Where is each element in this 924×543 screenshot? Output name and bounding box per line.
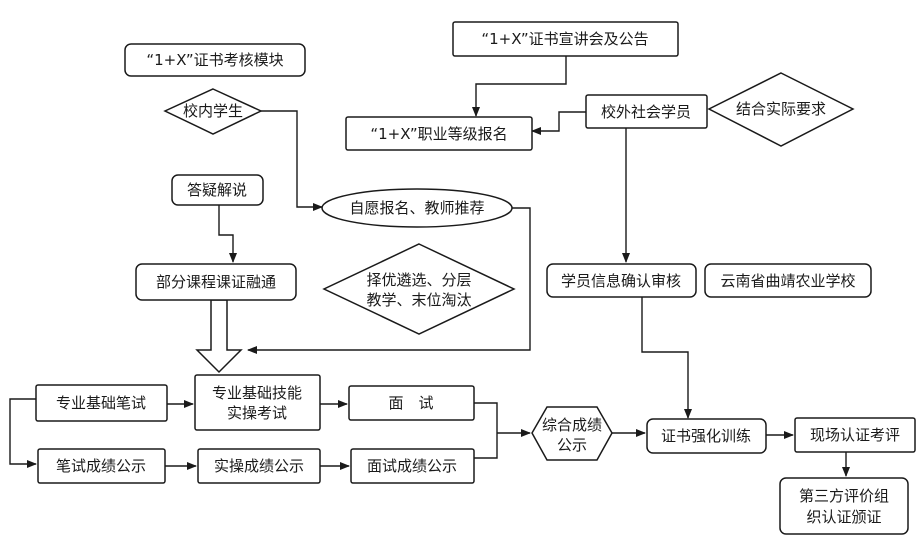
node-onsite-assessment	[794, 417, 916, 453]
connector-signup-to-practical	[247, 207, 531, 354]
node-voluntary-signup-label: 自愿报名、教师推荐	[349, 199, 484, 217]
node-written-publish	[37, 448, 166, 484]
node-interview-publish-label: 面试成绩公示	[367, 457, 457, 475]
node-social-learners-label: 校外社会学员	[601, 103, 691, 121]
node-practical-publish-label: 实操成绩公示	[214, 457, 304, 475]
node-registration-label: “1+X”职业等级报名	[370, 125, 507, 143]
node-presentation-label: “1+X”证书宣讲会及公告	[481, 30, 648, 48]
node-written-exam	[35, 384, 168, 422]
node-written-exam-label: 专业基础笔试	[56, 394, 146, 412]
node-qa-label: 答疑解说	[187, 181, 247, 199]
node-course-integration-label: 部分课程课证融通	[156, 273, 276, 291]
node-composite	[531, 406, 613, 461]
node-qa	[171, 174, 264, 206]
node-selection	[322, 243, 516, 335]
node-practical-exam-label-1: 专业基础技能	[212, 384, 302, 402]
node-composite-label-1: 综合成绩	[542, 416, 602, 434]
node-school	[704, 263, 872, 298]
node-interview-publish	[350, 448, 475, 484]
node-selection-label-2: 教学、末位淘汰	[366, 291, 471, 309]
node-exam-module-label: “1+X”证书考核模块	[146, 51, 283, 69]
connectors	[9, 56, 850, 477]
node-interview-label: 面 试	[388, 394, 433, 412]
node-intensive-training	[646, 418, 767, 454]
node-onsite-assessment-label: 现场认证考评	[810, 426, 900, 444]
connector-written-to-written-publish	[9, 398, 37, 468]
node-social-learners	[585, 94, 708, 129]
node-composite-label-2: 公示	[557, 436, 587, 454]
node-interview	[348, 385, 475, 421]
node-practical-publish	[197, 448, 321, 484]
node-third-party-label-1: 第三方评价组	[799, 487, 889, 505]
connector-presentation-to-registration	[472, 56, 567, 117]
node-actual-requirements-label: 结合实际要求	[736, 100, 826, 118]
node-presentation	[452, 21, 679, 57]
connector-review-to-training	[641, 297, 692, 419]
node-campus-students-label: 校内学生	[183, 102, 243, 120]
connector-merge-bracket	[474, 402, 498, 459]
node-school-label: 云南省曲靖农业学校	[720, 272, 855, 290]
connector-campus-to-signup	[261, 110, 323, 211]
node-third-party	[779, 477, 909, 535]
node-voluntary-signup	[321, 188, 513, 228]
node-actual-requirements	[707, 72, 855, 147]
node-selection-label-1: 择优遴选、分层	[366, 271, 471, 289]
node-course-integration	[135, 263, 297, 301]
node-campus-students	[163, 88, 263, 135]
node-registration	[345, 116, 533, 151]
node-practical-exam-label-2: 实操考试	[227, 404, 287, 422]
connector-social-to-registration	[531, 111, 586, 135]
node-practical-exam	[194, 374, 321, 431]
node-written-publish-label: 笔试成绩公示	[56, 457, 146, 475]
node-intensive-training-label: 证书强化训练	[661, 427, 751, 445]
node-exam-module	[124, 43, 306, 77]
node-info-review	[546, 263, 697, 298]
connector-qa-to-integration	[218, 205, 237, 263]
block-arrow-integration-to-practical	[195, 299, 243, 374]
node-third-party-label-2: 织认证颁证	[806, 508, 881, 526]
node-info-review-label: 学员信息确认审核	[561, 272, 681, 290]
